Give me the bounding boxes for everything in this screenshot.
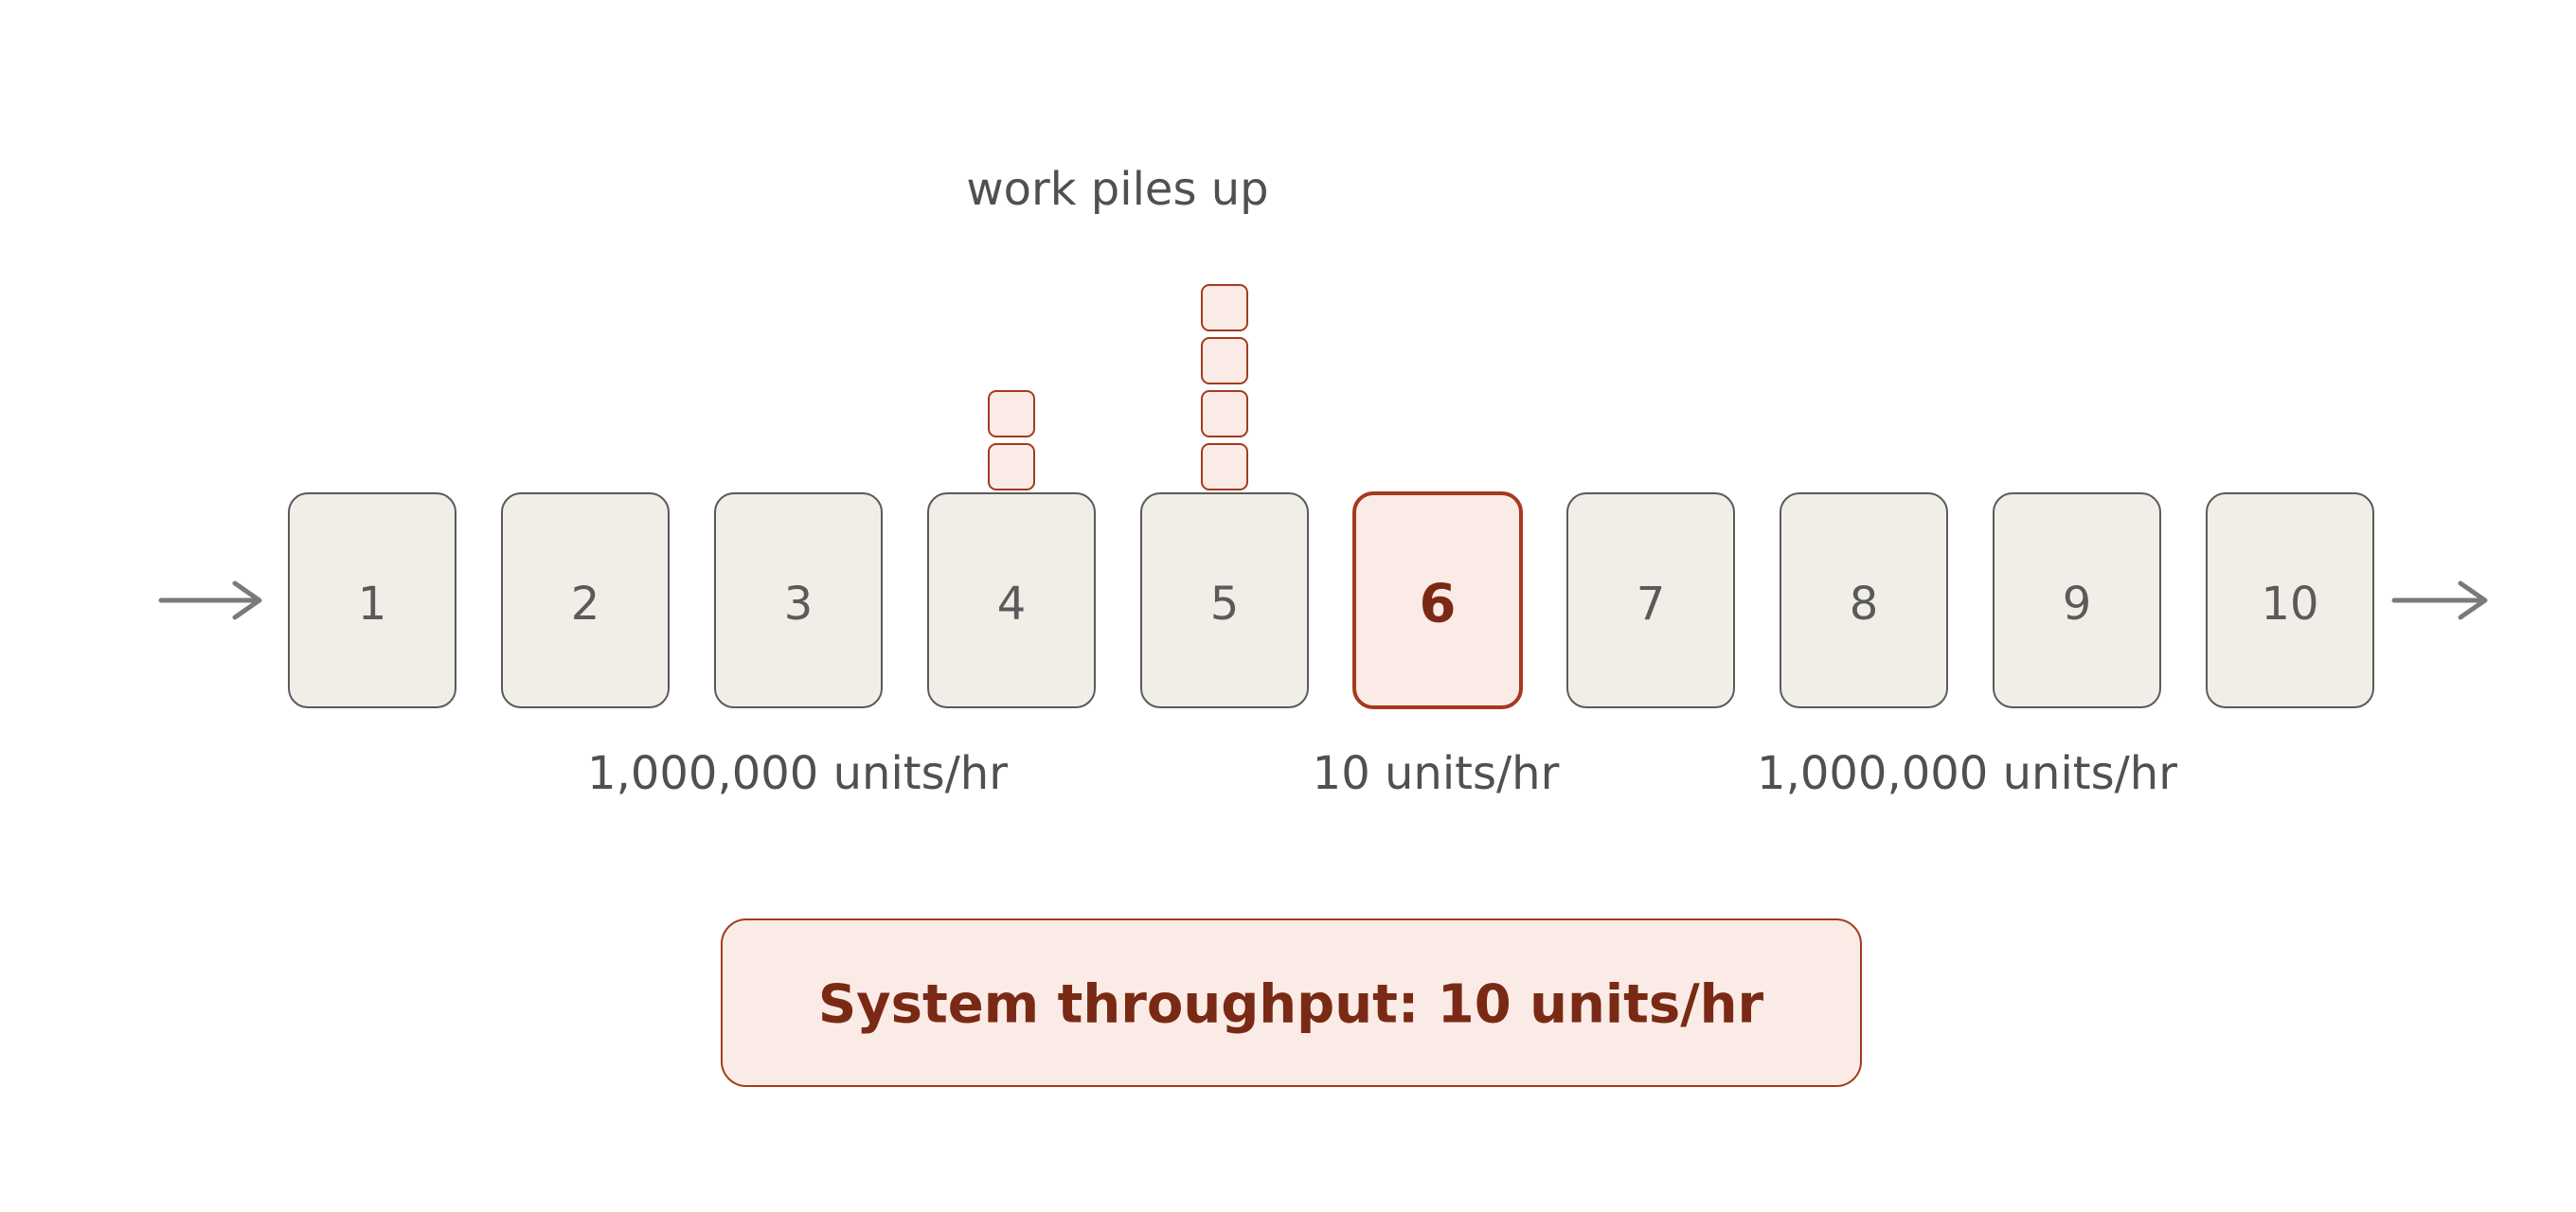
queued-work-item — [1201, 284, 1248, 331]
work-piles-up-annotation: work piles up — [966, 163, 1268, 216]
queued-work-item — [1201, 443, 1248, 490]
station-8: 8 — [1780, 492, 1948, 708]
station-box — [1993, 492, 2161, 708]
downstream-rate-label: 1,000,000 units/hr — [1757, 747, 2177, 800]
station-box — [2206, 492, 2374, 708]
station-label: 5 — [1210, 578, 1240, 631]
queued-work-item — [1201, 390, 1248, 437]
station-label: 9 — [2063, 578, 2092, 631]
station-box — [288, 492, 456, 708]
station-10: 10 — [2206, 492, 2374, 708]
station-label: 4 — [997, 578, 1027, 631]
station-label: 8 — [1850, 578, 1879, 631]
station-label: 2 — [571, 578, 600, 631]
station-1: 1 — [288, 492, 456, 708]
queued-work-item — [988, 443, 1035, 490]
station-box — [1566, 492, 1735, 708]
station-box — [1352, 491, 1523, 709]
station-2: 2 — [501, 492, 670, 708]
station-label: 1 — [358, 578, 387, 631]
bottleneck-station: 6 — [1352, 491, 1523, 709]
output-arrow-icon — [2391, 580, 2488, 620]
queued-work-item — [1201, 337, 1248, 384]
summary-text: System throughput: 10 units/hr — [818, 974, 1764, 1036]
throughput-summary: System throughput: 10 units/hr — [721, 918, 1862, 1087]
station-box — [1140, 492, 1309, 708]
station-label: 6 — [1420, 574, 1457, 635]
station-3: 3 — [714, 492, 883, 708]
input-arrow-icon — [158, 580, 262, 620]
station-7: 7 — [1566, 492, 1735, 708]
bottleneck-rate-label: 10 units/hr — [1313, 747, 1560, 800]
upstream-rate-label: 1,000,000 units/hr — [587, 747, 1008, 800]
station-label: 10 — [2261, 578, 2318, 631]
station-box — [501, 492, 670, 708]
station-9: 9 — [1993, 492, 2161, 708]
queue-stacks — [988, 284, 1248, 490]
station-4: 4 — [927, 492, 1096, 708]
station-row: 1 2 3 4 5 6 7 8 9 10 — [288, 491, 2374, 709]
station-box — [927, 492, 1096, 708]
station-label: 7 — [1637, 578, 1666, 631]
summary-box — [721, 918, 1862, 1087]
station-label: 3 — [784, 578, 814, 631]
queued-work-item — [988, 390, 1035, 437]
station-5: 5 — [1140, 492, 1309, 708]
station-box — [714, 492, 883, 708]
station-box — [1780, 492, 1948, 708]
